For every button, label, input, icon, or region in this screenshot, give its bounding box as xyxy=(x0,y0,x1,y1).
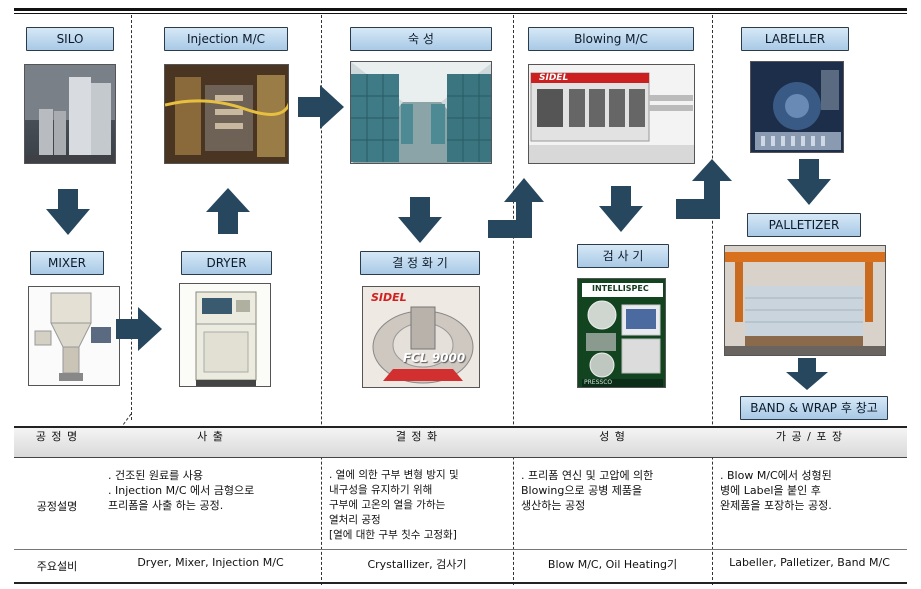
sidel-logo-crystallizer: SIDEL xyxy=(371,291,407,304)
arrow-down-aging-crystallizer xyxy=(398,197,442,243)
labeller-illustration xyxy=(751,62,843,152)
sidel-logo-blowing: SIDEL xyxy=(539,73,569,83)
table-header-row: 공 정 명 사 출 결 정 화 성 형 가 공 / 포 장 xyxy=(14,426,907,458)
label-crystallizer: 결 정 화 기 xyxy=(360,251,480,275)
column-divider xyxy=(131,15,132,420)
mixer-illustration xyxy=(29,287,119,385)
dryer-photo xyxy=(179,283,271,387)
label-labeller: LABELLER xyxy=(741,27,849,51)
label-injection: Injection M/C xyxy=(164,27,288,51)
label-mixer: MIXER xyxy=(30,251,104,275)
desc-line: Blowing으로 공병 제품을 xyxy=(521,483,643,497)
fcl-model-text: FCL 9000 xyxy=(403,351,466,365)
arrow-right-injection-aging xyxy=(298,85,344,129)
column-divider xyxy=(712,15,713,585)
pressco-text: PRESSCO xyxy=(584,379,613,386)
blowing-photo: SIDEL xyxy=(528,64,695,164)
desc-line: . Blow M/C에서 성형된 xyxy=(720,468,832,482)
desc-line: . Injection M/C 에서 금형으로 xyxy=(108,483,255,497)
arrow-down-palletizer-band xyxy=(786,358,828,390)
equipment-cell: Blow M/C, Oil Heating기 xyxy=(513,549,712,584)
table-header: 사 출 xyxy=(100,426,321,458)
warehouse-illustration xyxy=(351,62,491,163)
top-rule-thin xyxy=(14,13,907,14)
desc-cell-injection: . 건조된 원료를 사용 . Injection M/C 에서 금형으로 프리폼… xyxy=(100,457,321,550)
desc-line: 열처리 공정 xyxy=(329,513,381,526)
label-dryer: DRYER xyxy=(181,251,272,275)
desc-line: [열에 대한 구부 칫수 고정화] xyxy=(329,528,457,541)
top-rule xyxy=(14,8,907,11)
blow-machine-illustration xyxy=(529,65,694,163)
table-header: 공 정 명 xyxy=(14,426,100,458)
palletizer-illustration xyxy=(725,246,885,355)
aging-photo xyxy=(350,61,492,164)
injection-photo xyxy=(164,64,289,164)
row-label-equipment: 주요설비 xyxy=(14,549,100,584)
desc-line: . 열에 의한 구부 변형 방지 및 xyxy=(329,468,459,481)
equipment-cell: Dryer, Mixer, Injection M/C xyxy=(100,549,321,584)
desc-line: . 건조된 원료를 사용 xyxy=(108,468,203,482)
equipment-cell: Labeller, Palletizer, Band M/C xyxy=(712,549,907,584)
arrow-step-blowing-labeller xyxy=(676,159,732,219)
arrow-right-mixer-dryer xyxy=(116,307,162,351)
arrow-down-blowing-inspection xyxy=(599,186,643,232)
equipment-cell: Crystallizer, 검사기 xyxy=(321,549,513,584)
desc-line: 병에 Label을 붙인 후 xyxy=(720,483,821,497)
desc-cell-packaging: . Blow M/C에서 성형된 병에 Label을 붙인 후 완제품을 포장하… xyxy=(712,457,907,550)
label-blowing: Blowing M/C xyxy=(528,27,694,51)
table-row-equipment: 주요설비 Dryer, Mixer, Injection M/C Crystal… xyxy=(14,549,907,584)
label-aging: 숙 성 xyxy=(350,27,492,51)
arrow-step-crystallizer-blowing xyxy=(488,178,544,238)
row-label-description: 공정설명 xyxy=(14,457,100,550)
injection-illustration xyxy=(165,65,288,163)
process-table: 공 정 명 사 출 결 정 화 성 형 가 공 / 포 장 공정설명 . 건조된… xyxy=(14,426,907,584)
table-row-description: 공정설명 . 건조된 원료를 사용 . Injection M/C 에서 금형으… xyxy=(14,457,907,550)
arrow-up-dryer-injection xyxy=(206,188,250,234)
column-divider xyxy=(321,15,322,585)
inspection-photo: INTELLISPEC PRESSCO xyxy=(577,278,666,388)
desc-line: 생산하는 공정 xyxy=(521,498,586,512)
label-palletizer: PALLETIZER xyxy=(747,213,861,237)
desc-line: . 프리폼 연신 및 고압에 의한 xyxy=(521,468,654,482)
silo-photo xyxy=(24,64,116,164)
table-header: 결 정 화 xyxy=(321,426,513,458)
desc-line: 완제품을 포장하는 공정. xyxy=(720,498,832,512)
silo-illustration xyxy=(25,65,115,163)
inspection-illustration xyxy=(578,279,665,387)
mixer-photo xyxy=(28,286,120,386)
desc-line: 내구성을 유지하기 위해 xyxy=(329,483,433,496)
crystallizer-photo: SIDEL FCL 9000 xyxy=(362,286,480,388)
column-divider xyxy=(513,15,514,585)
crystallizer-illustration xyxy=(363,287,479,387)
label-inspection: 검 사 기 xyxy=(577,244,669,268)
table-header: 성 형 xyxy=(513,426,712,458)
desc-cell-forming: . 프리폼 연신 및 고압에 의한 Blowing으로 공병 제품을 생산하는 … xyxy=(513,457,712,550)
labeller-photo xyxy=(750,61,844,153)
arrow-down-labeller-palletizer xyxy=(787,159,831,205)
label-band-wrap: BAND & WRAP 후 창고 xyxy=(740,396,888,420)
desc-line: 구부에 고온의 열을 가하는 xyxy=(329,498,446,511)
table-header: 가 공 / 포 장 xyxy=(712,426,907,458)
desc-line: 프리폼을 사출 하는 공정. xyxy=(108,498,224,512)
dryer-illustration xyxy=(180,284,270,386)
palletizer-photo xyxy=(724,245,886,356)
desc-cell-crystallization: . 열에 의한 구부 변형 방지 및 내구성을 유지하기 위해 구부에 고온의 … xyxy=(321,457,513,550)
arrow-down-silo-mixer xyxy=(46,189,90,235)
intellispec-text: INTELLISPEC xyxy=(592,284,649,293)
label-silo: SILO xyxy=(26,27,114,51)
